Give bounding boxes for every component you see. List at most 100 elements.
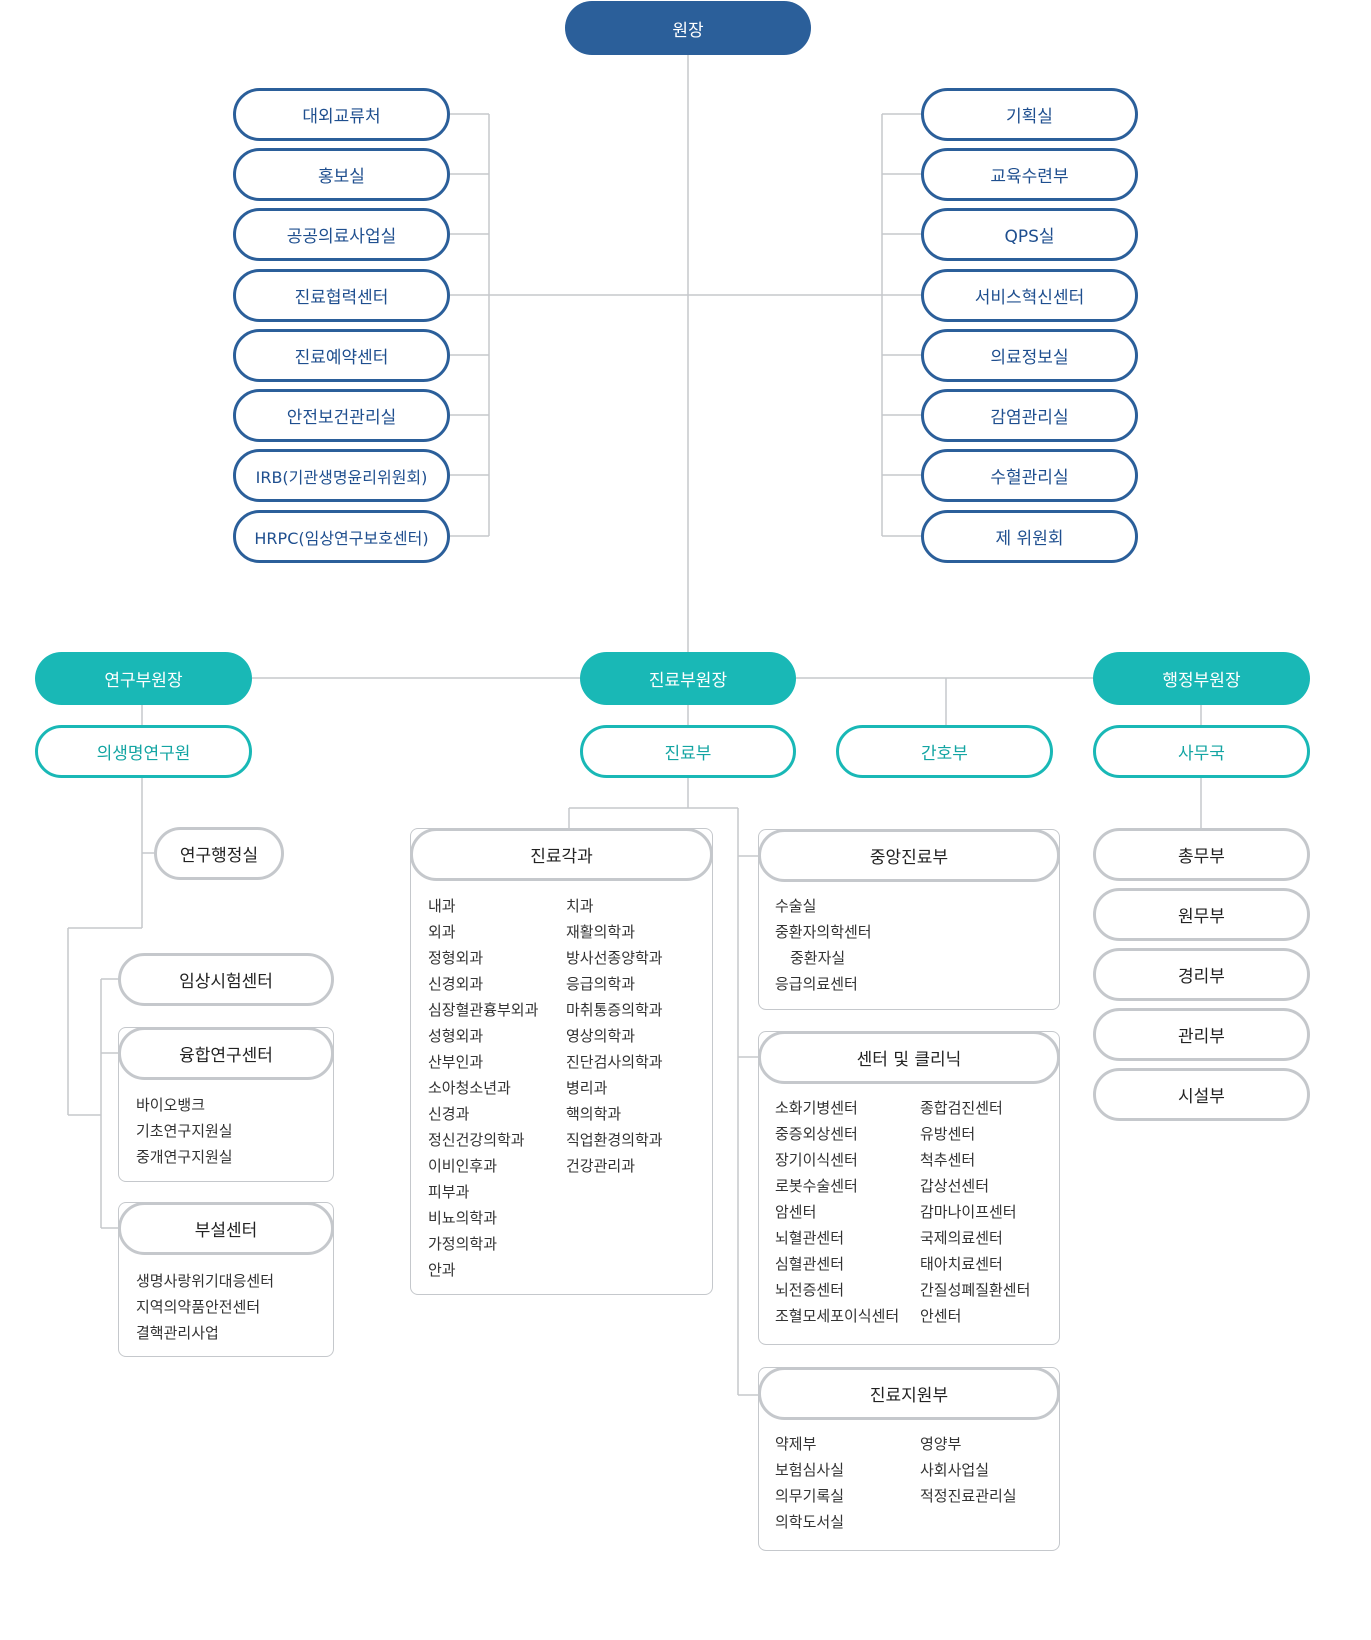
list-item: 결핵관리사업 [136,1324,219,1342]
admin-unit-2[interactable]: 경리부 [1093,948,1310,1001]
director-label: 원장 [672,20,704,41]
division-nursing[interactable]: 간호부 [836,725,1053,778]
list-item: 보험심사실 [775,1461,845,1479]
departments-card [410,828,713,1295]
list-item: 장기이식센터 [775,1151,858,1169]
departments-title[interactable]: 진료각과 [410,828,713,881]
list-item: 신경외과 [428,975,484,993]
staff-left-5[interactable]: 안전보건관리실 [233,389,450,442]
division-clinical[interactable]: 진료부 [580,725,796,778]
staff-right-6[interactable]: 수혈관리실 [921,449,1138,502]
list-item: 기초연구지원실 [136,1122,233,1140]
list-item: 지역의약품안전센터 [136,1298,261,1316]
list-item: 정형외과 [428,949,484,967]
list-item: 가정의학과 [428,1235,498,1253]
staff-left-1[interactable]: 홍보실 [233,148,450,201]
list-item: 수술실 [775,897,817,915]
list-item: 내과 [428,897,456,915]
centers-col2: 종합검진센터 유방센터 척추센터 갑상선센터 감마나이프센터 국제의료센터 태아… [920,1095,1030,1329]
list-item: 산부인과 [428,1053,484,1071]
list-item: 감마나이프센터 [920,1203,1017,1221]
centers-title[interactable]: 센터 및 클리닉 [758,1031,1060,1084]
list-item: 진단검사의학과 [566,1053,663,1071]
clinical-trial-center[interactable]: 임상시험센터 [118,953,334,1006]
support-title[interactable]: 진료지원부 [758,1367,1060,1420]
list-item: 생명사랑위기대응센터 [136,1272,275,1290]
list-item: 중환자의학센터 [775,923,872,941]
vice-admin-box[interactable]: 행정부원장 [1093,652,1310,705]
admin-unit-1[interactable]: 원무부 [1093,888,1310,941]
staff-left-0[interactable]: 대외교류처 [233,88,450,141]
staff-left-6[interactable]: IRB(기관생명윤리위원회) [233,449,450,502]
staff-right-2[interactable]: QPS실 [921,208,1138,261]
admin-unit-0[interactable]: 총무부 [1093,828,1310,881]
list-item: 정신건강의학과 [428,1131,525,1149]
list-item: 암센터 [775,1203,817,1221]
list-item: 응급의학과 [566,975,636,993]
list-item: 안센터 [920,1307,962,1325]
list-item: 척추센터 [920,1151,976,1169]
list-item: 성형외과 [428,1027,484,1045]
list-item: 피부과 [428,1183,470,1201]
list-item: 사회사업실 [920,1461,990,1479]
list-item: 재활의학과 [566,923,636,941]
staff-left-2[interactable]: 공공의료사업실 [233,208,450,261]
list-item: 중개연구지원실 [136,1148,233,1166]
staff-right-4[interactable]: 의료정보실 [921,329,1138,382]
list-item: 의학도서실 [775,1513,845,1531]
departments-col2: 치과 재활의학과 방사선종양학과 응급의학과 마취통증의학과 영상의학과 진단검… [566,893,663,1179]
staff-right-3[interactable]: 서비스혁신센터 [921,269,1138,322]
list-item: 뇌전증센터 [775,1281,845,1299]
affiliated-list: 생명사랑위기대응센터 지역의약품안전센터 결핵관리사업 [136,1268,274,1346]
staff-left-4[interactable]: 진료예약센터 [233,329,450,382]
list-item: 뇌혈관센터 [775,1229,845,1247]
list-item: 중증외상센터 [775,1125,858,1143]
list-item: 적정진료관리실 [920,1487,1017,1505]
list-item: 비뇨의학과 [428,1209,498,1227]
convergence-list: 바이오뱅크 기초연구지원실 중개연구지원실 [136,1092,233,1170]
list-item: 마취통증의학과 [566,1001,663,1019]
division-secretariat[interactable]: 사무국 [1093,725,1310,778]
list-item: 태아치료센터 [920,1255,1003,1273]
list-item: 조혈모세포이식센터 [775,1307,900,1325]
staff-left-3[interactable]: 진료협력센터 [233,269,450,322]
staff-right-7[interactable]: 제 위원회 [921,510,1138,563]
affiliated-title[interactable]: 부설센터 [118,1202,334,1255]
list-item: 심장혈관흉부외과 [428,1001,539,1019]
vice-research-box[interactable]: 연구부원장 [35,652,252,705]
list-item: 핵의학과 [566,1105,622,1123]
list-item: 중환자실 [790,949,846,967]
support-col1: 약제부 보험심사실 의무기록실 의학도서실 [775,1431,844,1535]
list-item: 약제부 [775,1435,817,1453]
list-item: 갑상선센터 [920,1177,990,1195]
list-item: 방사선종양학과 [566,949,663,967]
list-item: 간질성폐질환센터 [920,1281,1031,1299]
research-office[interactable]: 연구행정실 [154,827,284,880]
list-item: 바이오뱅크 [136,1096,206,1114]
list-item: 응급의료센터 [775,975,858,993]
director-box[interactable]: 원장 [565,1,811,55]
staff-right-0[interactable]: 기획실 [921,88,1138,141]
list-item: 외과 [428,923,456,941]
division-biomed[interactable]: 의생명연구원 [35,725,252,778]
staff-right-5[interactable]: 감염관리실 [921,389,1138,442]
admin-unit-3[interactable]: 관리부 [1093,1008,1310,1061]
central-title[interactable]: 중앙진료부 [758,829,1060,882]
central-list: 수술실 중환자의학센터 중환자실 응급의료센터 [775,893,872,997]
list-item: 로봇수술센터 [775,1177,858,1195]
list-item: 심혈관센터 [775,1255,845,1273]
list-item: 영양부 [920,1435,962,1453]
list-item: 소화기병센터 [775,1099,858,1117]
list-item: 의무기록실 [775,1487,845,1505]
staff-left-7[interactable]: HRPC(임상연구보호센터) [233,510,450,563]
list-item: 영상의학과 [566,1027,636,1045]
list-item: 국제의료센터 [920,1229,1003,1247]
list-item: 신경과 [428,1105,470,1123]
support-col2: 영양부 사회사업실 적정진료관리실 [920,1431,1017,1509]
admin-unit-4[interactable]: 시설부 [1093,1068,1310,1121]
convergence-title[interactable]: 융합연구센터 [118,1027,334,1080]
vice-clinical-box[interactable]: 진료부원장 [580,652,796,705]
staff-right-1[interactable]: 교육수련부 [921,148,1138,201]
list-item: 병리과 [566,1079,608,1097]
